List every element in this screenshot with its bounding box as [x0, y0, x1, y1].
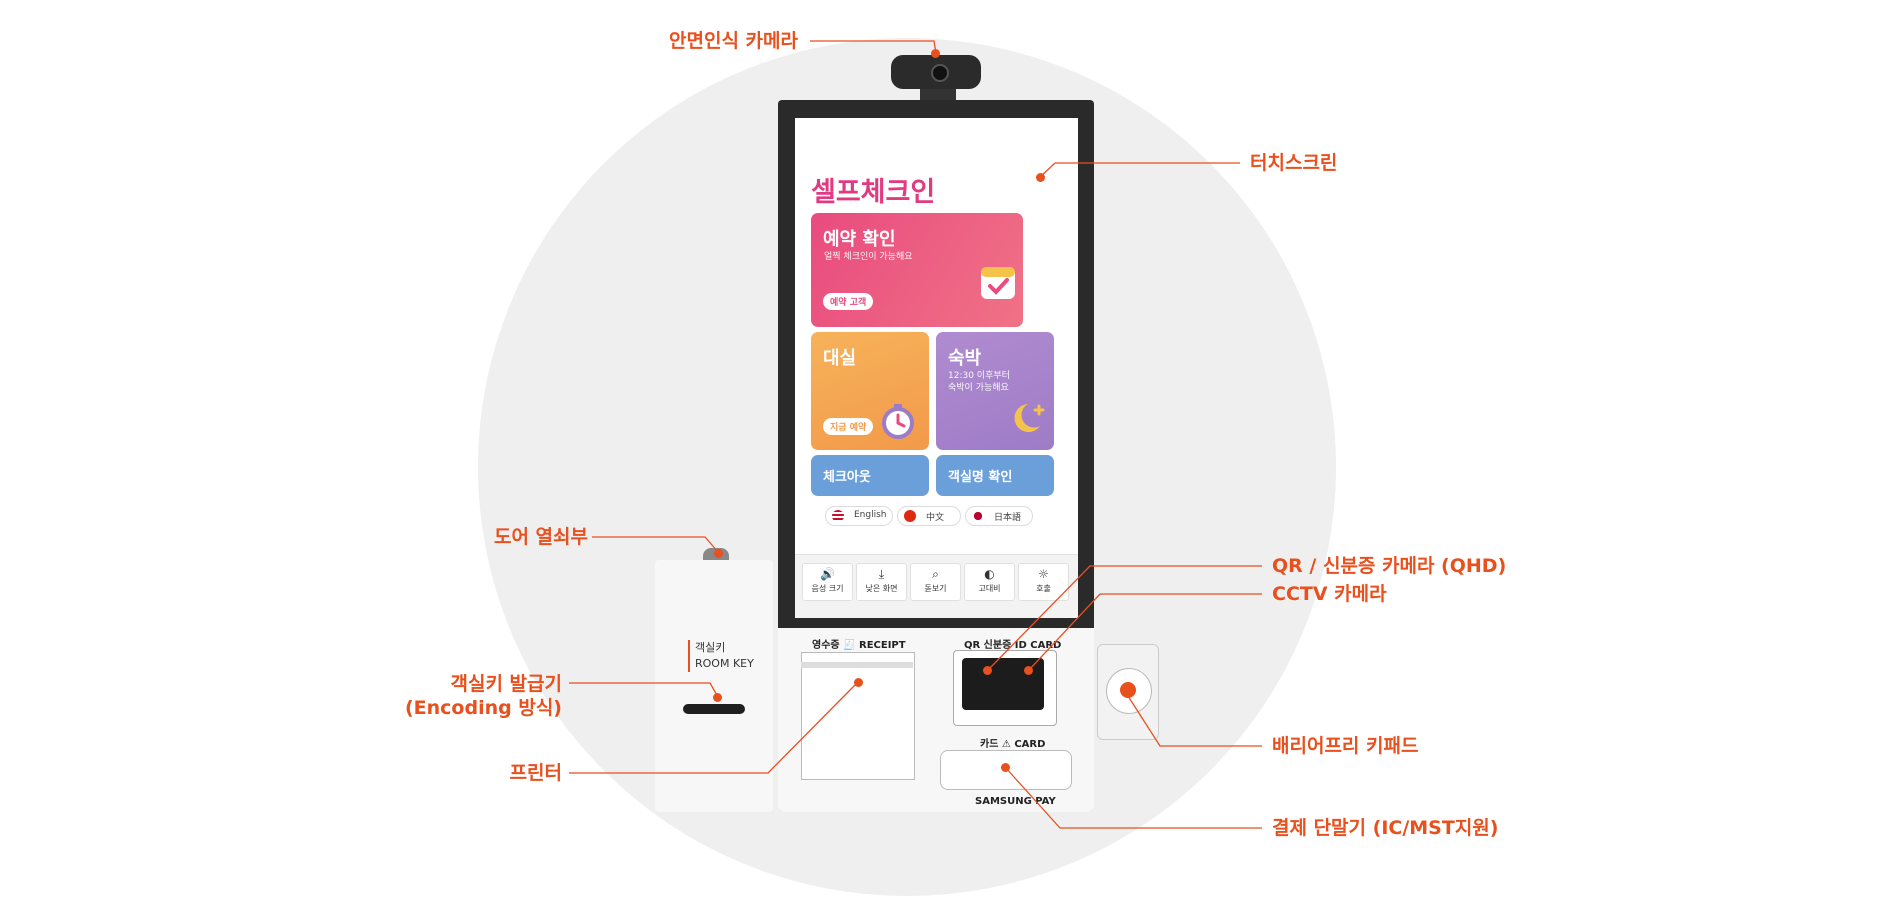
room-confirm-label: 객실명 확인 [948, 470, 1013, 485]
moon-icon [1014, 404, 1045, 432]
magnifier-label: 돋보기 [924, 584, 947, 593]
samsung-pay-label: SAMSUNG PAY [975, 796, 1056, 807]
label-door-unlock: 도어 열쇠부 [493, 526, 588, 548]
checkout-button[interactable]: 체크아웃 [811, 455, 929, 496]
room-key-label: 객실키 ROOM KEY [688, 640, 754, 672]
contrast-label: 고대비 [978, 584, 1001, 593]
lang-japanese-label: 日本語 [994, 513, 1022, 523]
call-button[interactable]: ☼ 호출 [1018, 563, 1069, 601]
receipt-printer [801, 652, 915, 780]
lower-screen-label: 낮은 화면 [865, 584, 898, 593]
room-confirm-button[interactable]: 객실명 확인 [936, 455, 1054, 496]
contrast-icon: ◐ [984, 567, 995, 581]
cctv-dot [1024, 666, 1033, 675]
us-flag-icon [832, 510, 844, 522]
timer-icon [882, 404, 914, 439]
label-key-issuer-1: 객실키 발급기 [450, 673, 563, 695]
printer-dot [854, 678, 863, 687]
face-recognition-camera [891, 55, 981, 89]
accessibility-toolbar: 🔊 음성 크기 ⤓ 낮은 화면 ⌕ 돋보기 ◐ 고대비 ☼ 호출 [795, 554, 1078, 618]
qr-camera-dot [983, 666, 992, 675]
id-camera-window [962, 658, 1044, 710]
touchscreen-dot [1036, 173, 1045, 182]
id-card-label: QR 신분증 ID CARD [964, 640, 1062, 651]
stay-card[interactable]: 숙박 12:30 이후부터 숙박이 가능해요 [936, 332, 1054, 450]
label-printer: 프린터 [509, 762, 562, 784]
payment-dot [1001, 763, 1010, 772]
reservation-card[interactable]: 예약 확인 얼찍 체크인이 가능해요 예약 고객 [811, 213, 1023, 327]
room-key-en: ROOM KEY [695, 657, 754, 670]
key-card-slot [683, 704, 745, 714]
screen-title: 셀프체크인 [811, 177, 936, 208]
face-camera-dot [931, 49, 940, 58]
lang-chinese-label: 中文 [926, 513, 945, 523]
lang-japanese-button[interactable]: 日本語 [965, 506, 1033, 526]
cn-flag-icon [904, 510, 916, 522]
key-issuer-dot [713, 693, 722, 702]
card-label: 카드 ⚠ CARD [980, 739, 1046, 750]
label-touchscreen: 터치스크린 [1250, 152, 1338, 174]
touchscreen: 셀프체크인 예약 확인 얼찍 체크인이 가능해요 예약 고객 대실 지금 예약 … [795, 118, 1078, 618]
rental-card[interactable]: 대실 지금 예약 [811, 332, 929, 450]
label-barrier-free-keypad: 배리어프리 키패드 [1272, 735, 1419, 757]
stay-title: 숙박 [948, 348, 982, 369]
printer-slot [801, 662, 913, 668]
room-key-ko: 객실키 [695, 641, 726, 654]
door-dot [714, 549, 723, 558]
label-key-issuer-2: (Encoding 방식) [404, 697, 562, 719]
lower-screen-icon: ⤓ [878, 567, 885, 581]
stay-sub-line2: 숙박이 가능해요 [948, 383, 1009, 393]
lower-screen-button[interactable]: ⤓ 낮은 화면 [856, 563, 907, 601]
lang-english-label: English [854, 510, 887, 520]
camera-mount [920, 86, 956, 104]
room-key-tower [655, 560, 773, 812]
volume-label: 음성 크기 [811, 584, 844, 593]
stay-sub-line1: 12:30 이후부터 [948, 371, 1010, 381]
reservation-subtitle: 얼찍 체크인이 가능해요 [824, 252, 913, 262]
label-payment-terminal: 결제 단말기 (IC/MST지원) [1272, 817, 1499, 839]
reservation-pill: 예약 고객 [823, 293, 874, 310]
lang-english-button[interactable]: English [825, 506, 893, 526]
lang-chinese-button[interactable]: 中文 [897, 506, 961, 526]
speaker-icon: 🔊 [820, 567, 835, 581]
receipt-label: 영수증 🧾 RECEIPT [812, 640, 906, 651]
camera-lens-icon [931, 64, 949, 82]
call-label: 호출 [1036, 584, 1051, 593]
rental-pill: 지금 예약 [823, 418, 874, 435]
magnifier-icon: ⌕ [932, 567, 939, 581]
call-bell-icon: ☼ [1038, 567, 1049, 581]
reservation-title: 예약 확인 [823, 229, 896, 250]
calendar-check-icon [981, 267, 1015, 299]
jp-flag-icon [972, 510, 984, 522]
stay-subtitle: 12:30 이후부터 숙박이 가능해요 [948, 370, 1010, 394]
label-face-camera: 안면인식 카메라 [669, 30, 798, 52]
rental-title: 대실 [823, 348, 857, 369]
label-cctv-camera: CCTV 카메라 [1272, 583, 1387, 605]
volume-button[interactable]: 🔊 음성 크기 [802, 563, 853, 601]
checkout-label: 체크아웃 [823, 470, 871, 485]
contrast-button[interactable]: ◐ 고대비 [964, 563, 1015, 601]
keypad-dot [1123, 687, 1132, 696]
label-qr-id-camera: QR / 신분증 카메라 (QHD) [1272, 555, 1507, 577]
magnifier-button[interactable]: ⌕ 돋보기 [910, 563, 961, 601]
